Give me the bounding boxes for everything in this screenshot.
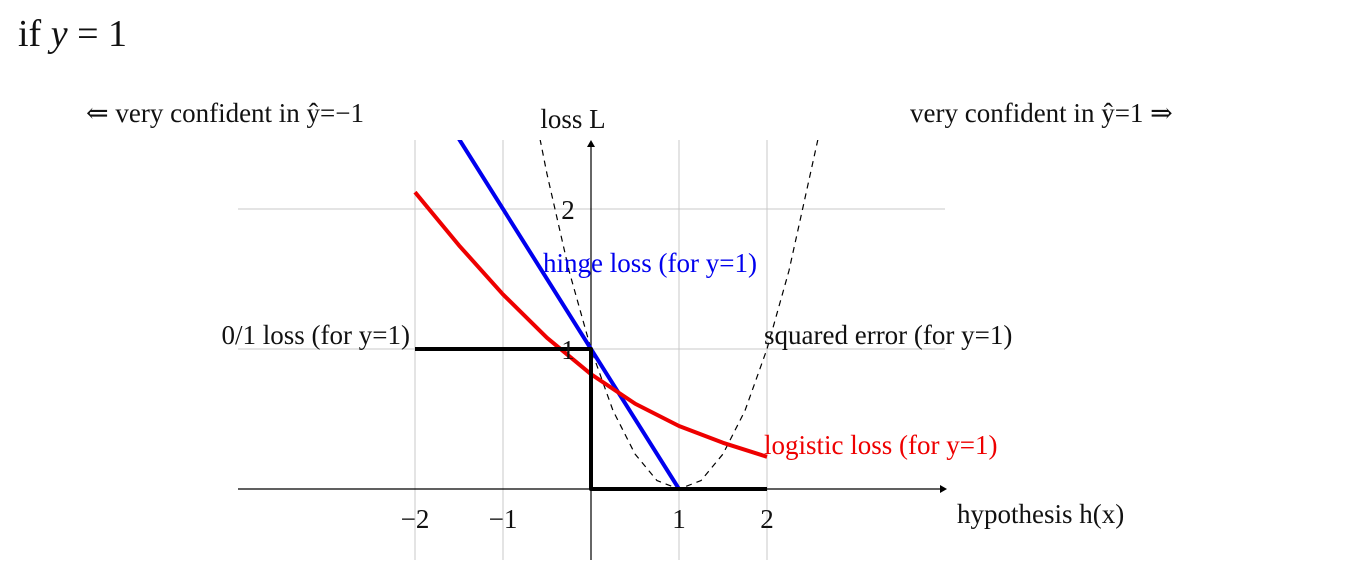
heading-rest: = 1 [77,13,128,55]
series-label-0: 0/1 loss (for y=1) [222,320,410,350]
x-tick-label-3: 2 [760,504,774,534]
heading-prefix: if [18,13,42,55]
series-label-3: squared error (for y=1) [764,320,1012,350]
condition-heading: if y = 1 [18,12,127,56]
x-axis-arrow [940,485,947,493]
heading-variable: y [50,13,68,55]
x-tick-label-0: −2 [401,504,430,534]
x-tick-label-1: −1 [489,504,518,534]
y-axis-arrow [587,140,595,147]
x-axis-label: hypothesis h(x) [957,499,1124,529]
y-axis-label: loss L [540,104,605,134]
series-line-1 [457,140,767,491]
series-label-1: hinge loss (for y=1) [543,248,757,278]
right-confidence-note: very confident in ŷ=1 ⇒ [910,98,1173,128]
y-tick-label-0: 1 [561,335,575,365]
series-line-3 [539,140,819,490]
series-line-0 [415,347,767,491]
y-tick-label-1: 2 [561,195,575,225]
series-group [413,140,819,491]
left-confidence-note: ⇐ very confident in ŷ=−1 [86,98,365,128]
series-label-2: logistic loss (for y=1) [764,430,997,460]
x-tick-label-2: 1 [672,504,686,534]
